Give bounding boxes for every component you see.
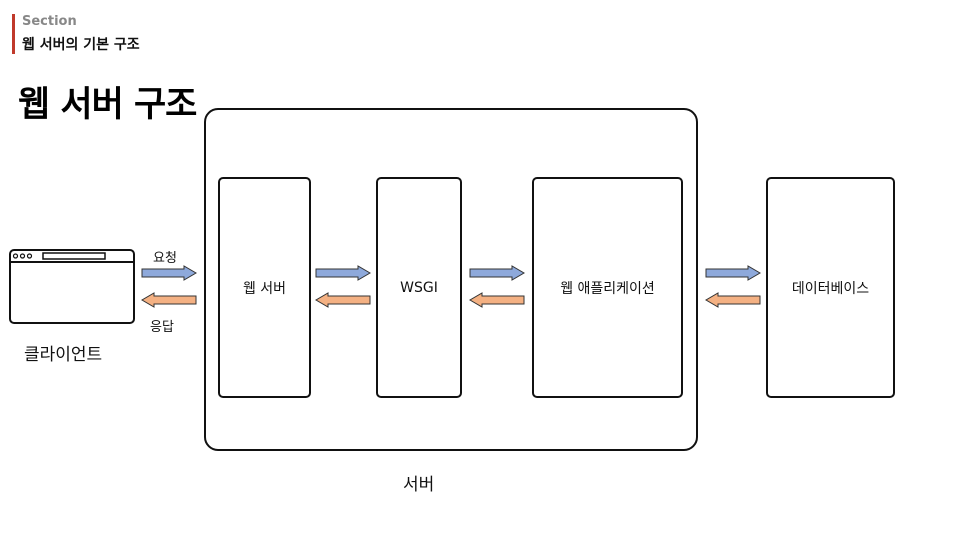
- response-arrow-client: [141, 292, 197, 308]
- request-arrow-shape: [705, 265, 761, 281]
- server-label: 서버: [403, 475, 435, 495]
- request-arrow-webapp: [705, 265, 761, 281]
- wsgi-box: WSGI: [376, 177, 462, 398]
- page-title: 웹 서버 구조: [18, 85, 197, 125]
- request-label: 요청: [153, 251, 177, 266]
- section-accent-bar: [12, 14, 15, 54]
- response-arrow-shape: [705, 292, 761, 308]
- response-label: 응답: [150, 320, 174, 335]
- request-arrow-shape: [141, 265, 197, 281]
- request-arrow-webserver: [315, 265, 371, 281]
- response-arrow-shape: [141, 292, 197, 308]
- web-server-box: 웹 서버: [218, 177, 311, 398]
- web-application-box: 웹 애플리케이션: [532, 177, 683, 398]
- section-title: 웹 서버의 기본 구조: [22, 37, 140, 53]
- database-box: 데이터베이스: [766, 177, 895, 398]
- response-arrow-webapp: [705, 292, 761, 308]
- response-arrow-shape: [469, 292, 525, 308]
- database-label: 데이터베이스: [791, 280, 870, 297]
- section-label: Section: [22, 14, 77, 29]
- wsgi-label: WSGI: [400, 279, 438, 296]
- response-arrow-webserver: [315, 292, 371, 308]
- client-label: 클라이언트: [24, 345, 103, 365]
- browser-window-icon: [9, 249, 135, 324]
- web-server-label: 웹 서버: [242, 280, 287, 297]
- request-arrow-wsgi: [469, 265, 525, 281]
- response-arrow-wsgi: [469, 292, 525, 308]
- request-arrow-shape: [469, 265, 525, 281]
- request-arrow-client: [141, 265, 197, 281]
- response-arrow-shape: [315, 292, 371, 308]
- request-arrow-shape: [315, 265, 371, 281]
- web-application-label: 웹 애플리케이션: [560, 280, 655, 297]
